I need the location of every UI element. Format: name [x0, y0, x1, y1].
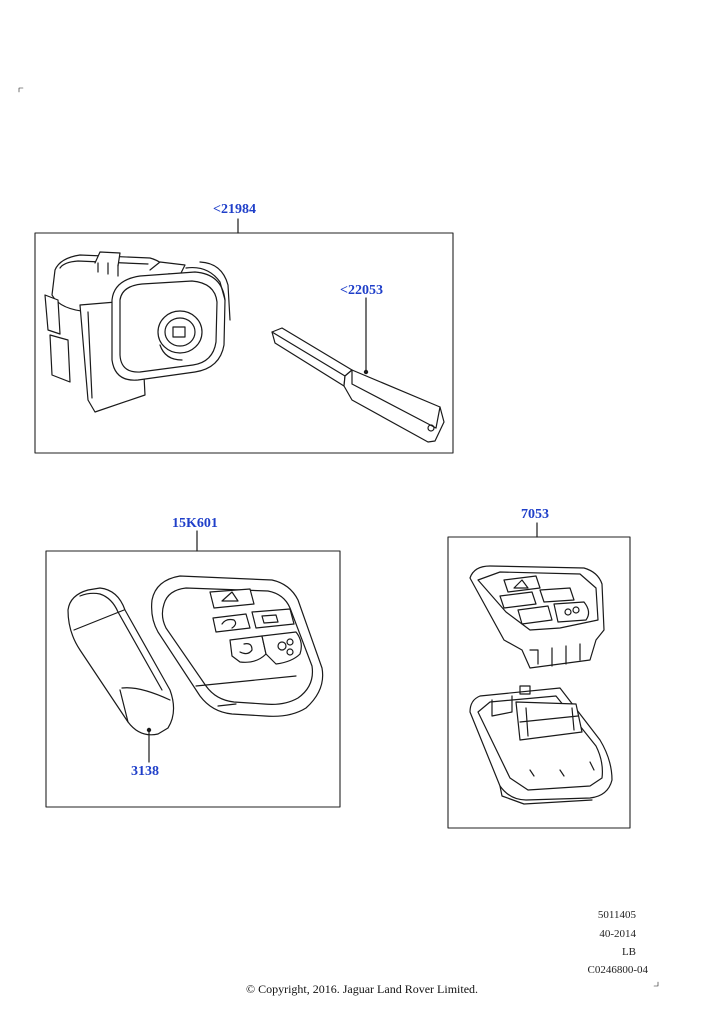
meta-line-4: C0246800-04: [587, 964, 649, 976]
remote-fob-drawing: [151, 575, 324, 717]
leader-22053-dot: [363, 369, 369, 375]
battery-cover-drawing: [67, 587, 175, 736]
panel-ignition-switch: [34, 232, 454, 454]
callout-battery-cover[interactable]: 3138: [131, 764, 159, 779]
leader-3138-dot: [146, 727, 152, 733]
panel-remote-assembly: [45, 550, 341, 808]
meta-line-3: LB: [621, 946, 636, 958]
meta-line-2: 40-2014: [599, 928, 636, 940]
remote-case-bottom-drawing: [469, 685, 613, 805]
copyright-notice: © Copyright, 2016. Jaguar Land Rover Lim…: [245, 982, 479, 996]
crop-mark-bottom-right: [653, 981, 659, 987]
panel-remote-case: [447, 536, 631, 829]
ignition-switch-drawing: [44, 251, 231, 413]
remote-case-top-drawing: [469, 565, 605, 669]
callout-key-blade[interactable]: <22053: [340, 283, 383, 298]
callout-remote-case[interactable]: 7053: [521, 507, 549, 522]
key-blade-drawing: [271, 327, 445, 443]
callout-remote-assembly[interactable]: 15K601: [172, 516, 218, 531]
callout-ignition-switch[interactable]: <21984: [213, 202, 256, 217]
meta-line-1: 5011405: [597, 909, 636, 921]
crop-mark-top-left: [18, 87, 24, 93]
